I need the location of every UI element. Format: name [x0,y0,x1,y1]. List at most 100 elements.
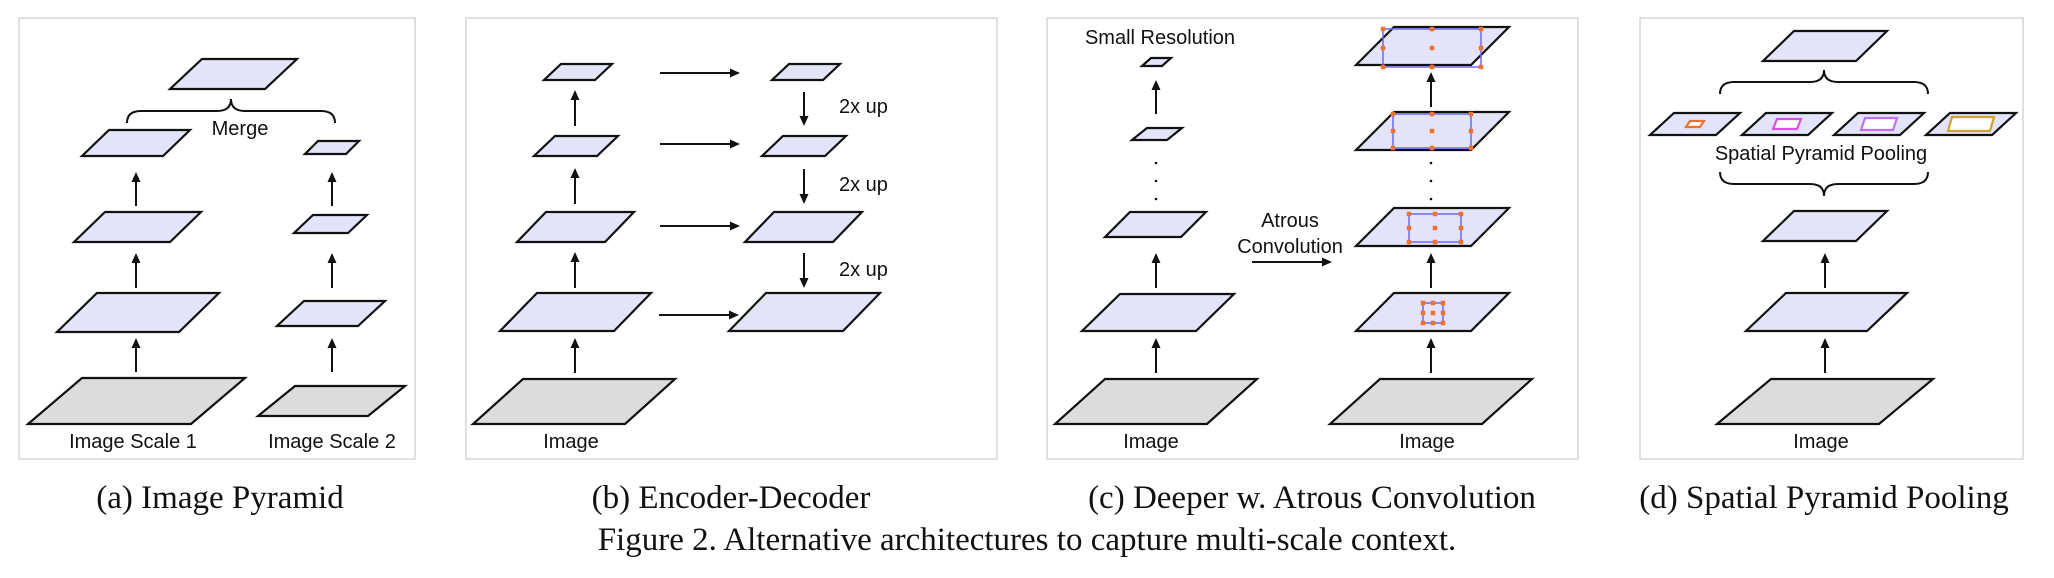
panel-b-arrow-up-head [570,252,580,262]
panel-d-pooling-region [1771,117,1803,131]
panel-c-ellipsis-dot [1154,179,1158,183]
panel-c-atrous-kernel-dense-dot [1430,320,1436,326]
panel-a-arrow-up-head [327,253,337,263]
panel-c-input-image-1 [1052,377,1260,426]
panel-c-atrous-kernel-rate2-dot [1468,145,1474,151]
panel-b-upsample-arrow-head [799,116,809,126]
panel-c-atrous-kernel-rate2-dot [1429,128,1435,134]
panel-c-atrous-kernel-rate2-dot [1390,111,1396,117]
panel-b-input-label: Image [543,431,599,453]
panel-c-atrous-kernel-rate4-dot [1380,64,1386,70]
panel-b-skip-arrow-head [730,221,740,231]
panel-d-output-feature-map [1760,29,1890,63]
panel-b-skip-arrow-head [730,139,740,149]
panel-d-arrow-up-head [1820,338,1830,348]
panel-a-image-scale2 [254,384,409,418]
panel-d-pooling-region [1946,115,1996,133]
panel-c-ellipsis-dot [1429,161,1433,165]
panel-a-input-label-1: Image Scale 1 [69,431,197,453]
panel-c-atrous-kernel-rate1-dot [1458,211,1464,217]
panel-d-pooling-label: Spatial Pyramid Pooling [1715,143,1927,165]
panel-c-ellipsis-dot [1154,161,1158,165]
panel-c-atrous-feature-map [1353,206,1512,248]
panel-b-upsample-arrow-head [799,278,809,288]
panel-d-top-brace [1719,69,1929,95]
panel-c-atrous-kernel-rate4-dot [1478,45,1484,51]
panel-c-atrous-kernel-dense-dot [1440,320,1446,326]
panel-a-arrow-up-head [131,253,141,263]
panel-a-merged-feature-map [167,57,300,91]
panel-c-atrous-kernel-rate4-dot [1478,26,1484,32]
panel-c-atrous-kernel-rate2-dot [1468,111,1474,117]
diagram-shapes [25,25,2019,426]
panel-b-arrow-up-head [570,168,580,178]
panel-b-input-image [470,377,678,426]
panel-a-scale2-feature-map [291,213,370,235]
panel-b-caption: (b) Encoder-Decoder [592,480,871,516]
panel-c-atrous-kernel-rate2-dot [1468,128,1474,134]
panel-d-input-image [1713,377,1937,426]
panel-a-arrow-up-head [131,338,141,348]
panel-b-skip-arrow-head [730,68,740,78]
panel-c-atrous-kernel-dense-dot [1440,310,1446,316]
panel-c-atrous-kernel-rate4-dot [1478,64,1484,70]
panel-c-caption: (c) Deeper w. Atrous Convolution [1088,480,1536,516]
panel-c-atrous-kernel-rate1-dot [1432,211,1438,217]
panel-d-feature-map [1760,209,1890,243]
panel-d-caption: (d) Spatial Pyramid Pooling [1639,480,2008,516]
panel-b-encoder-feature-map [497,291,654,333]
panel-a-scale2-feature-map [274,299,388,328]
panel-c-atrous-kernel-dense-dot [1420,300,1426,306]
panel-a-scale1-feature-map [71,210,204,244]
panel-a-input-label-2: Image Scale 2 [268,431,396,453]
panel-b-encoder-feature-map [514,210,637,244]
panel-b-encoder-feature-map [531,134,621,158]
panel-c-atrous-kernel-rate1-dot [1432,239,1438,245]
panel-b-decoder-feature-map [769,62,843,82]
panel-a-scale1-feature-map [79,128,193,158]
panel-b-upsample-label-3: 2x up [839,259,888,281]
panel-b-decoder-feature-map [726,291,883,333]
panel-c-atrous-kernel-rate4-dot [1429,64,1435,70]
panel-d-feature-map [1743,291,1910,333]
panel-c-arrow-up-head [1151,80,1161,90]
panel-a-image-scale1 [25,376,248,426]
panel-b-upsample-arrow-head [799,194,809,204]
panel-c-atrous-kernel-dense-dot [1430,310,1436,316]
panel-c-input-label-1: Image [1123,431,1179,453]
panel-c-atrous-kernel-rate2-dot [1429,145,1435,151]
panel-b-decoder-feature-map [759,134,849,158]
panel-c-atrous-kernel-dense-dot [1430,300,1436,306]
figure-caption: Figure 2. Alternative architectures to c… [598,522,1457,558]
panel-a-arrow-up-head [327,338,337,348]
panel-c-ellipsis-dot [1154,197,1158,201]
panel-c-atrous-kernel-rate4-dot [1380,26,1386,32]
panel-c-atrous-arrow-head [1322,257,1332,267]
panel-b-arrow-up-head [570,90,580,100]
panel-c-atrous-kernel-rate4-dot [1380,45,1386,51]
panel-b-decoder-feature-map [742,210,865,244]
panel-b-upsample-label-2: 2x up [839,174,888,196]
panel-a-scale2-feature-map [302,139,362,156]
panel-a-caption: (a) Image Pyramid [96,480,344,516]
panel-c-atrous-kernel-rate2-dot [1429,111,1435,117]
panel-c-input-image-2 [1327,377,1535,426]
panel-a-merge-brace [126,98,336,124]
panel-c-atrous-kernel-rate1-dot [1432,225,1438,231]
panel-c-atrous-kernel-rate1-dot [1458,239,1464,245]
panel-c-atrous-kernel-rate1-dot [1458,225,1464,231]
panel-b-encoder-feature-map [541,62,615,82]
panel-c-atrous-kernel-rate4-dot [1429,45,1435,51]
panel-b-upsample-label-1: 2x up [839,96,888,118]
panel-c-atrous-kernel-rate1-dot [1406,239,1412,245]
panel-c-arrow-up-head [1426,72,1436,82]
panel-c-atrous-kernel-rate2-dot [1390,145,1396,151]
panel-c-small-feature-map [1139,56,1174,68]
panel-c-ellipsis-dot [1429,197,1433,201]
panel-c-arrow-up-head [1151,338,1161,348]
panel-c-atrous-kernel-dense-dot [1440,300,1446,306]
panel-a-merge-label: Merge [212,118,269,140]
panel-c-atrous-kernel-rate4-dot [1429,26,1435,32]
panel-c-atrous-kernel-rate2-dot [1390,128,1396,134]
